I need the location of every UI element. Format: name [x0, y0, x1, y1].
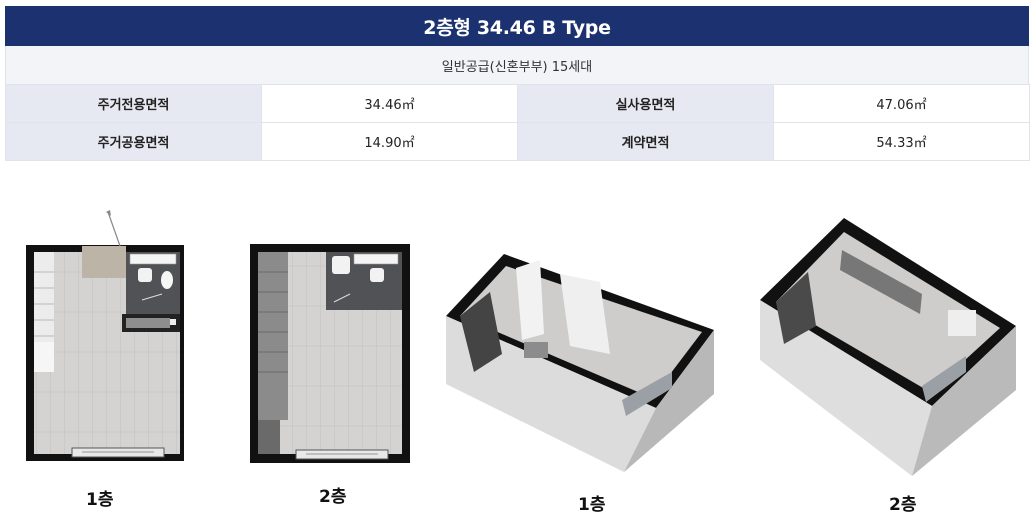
value-common-area: 14.90㎡: [261, 122, 518, 161]
area-spec-table: 주거전용면적 34.46㎡ 실사용면적 47.06㎡ 주거공용면적 14.90㎡…: [5, 84, 1030, 161]
caption-plan-2f: 2층: [319, 487, 347, 507]
label-contract-area: 계약면적: [517, 122, 774, 161]
label-actual-use-area: 실사용면적: [517, 84, 774, 123]
floor-plan-2f: [250, 244, 410, 463]
type-title: 2층형 34.46 B Type: [5, 6, 1029, 46]
caption-iso-1f: 1층: [578, 495, 606, 515]
iso-view-2f: [760, 218, 1016, 476]
label-exclusive-area: 주거전용면적: [5, 84, 262, 123]
value-actual-use-area: 47.06㎡: [773, 84, 1030, 123]
floor-plan-1f: [26, 210, 184, 461]
table-row: 주거공용면적 14.90㎡ 계약면적 54.33㎡: [5, 122, 1030, 161]
supply-info: 일반공급(신혼부부) 15세대: [5, 46, 1029, 84]
label-common-area: 주거공용면적: [5, 122, 262, 161]
iso-view-1f: [446, 254, 714, 472]
value-exclusive-area: 34.46㎡: [261, 84, 518, 123]
value-contract-area: 54.33㎡: [773, 122, 1030, 161]
table-row: 주거전용면적 34.46㎡ 실사용면적 47.06㎡: [5, 84, 1030, 123]
caption-iso-2f: 2층: [889, 495, 917, 515]
caption-plan-1f: 1층: [86, 490, 114, 510]
